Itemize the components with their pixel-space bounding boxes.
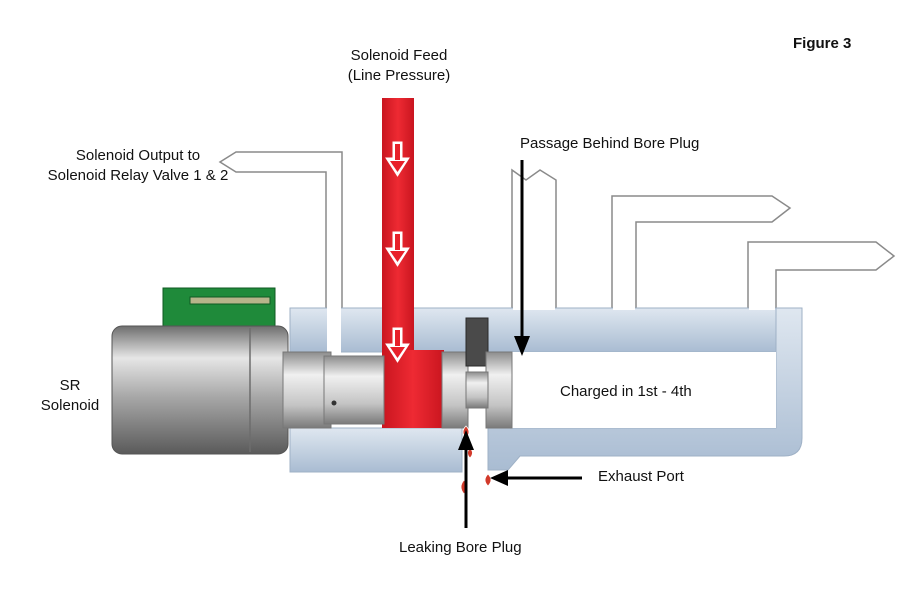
down-arrow-icon <box>385 327 410 363</box>
sr-solenoid <box>111 287 385 455</box>
connector <box>162 287 276 329</box>
output-label: Solenoid Output to Solenoid Relay Valve … <box>38 146 238 186</box>
output-label-line2: Solenoid Relay Valve 1 & 2 <box>47 167 229 184</box>
passage-behind-bore-plug <box>511 168 557 309</box>
down-arrow-icon <box>385 231 410 267</box>
passage-label: Passage Behind Bore Plug <box>520 135 700 152</box>
bore-plug <box>441 317 513 429</box>
upper-passage-1 <box>611 195 792 309</box>
solenoid-feed <box>382 98 444 428</box>
feed-label-line1: Solenoid Feed <box>350 47 448 64</box>
pointer-arrow-icon <box>514 160 530 356</box>
feed-label: Solenoid Feed (Line Pressure) <box>338 46 460 86</box>
pointer-arrow-icon <box>490 470 582 486</box>
exhaust-port-label: Exhaust Port <box>598 468 684 485</box>
oil-drop-icon <box>484 473 492 487</box>
valve-body <box>289 306 803 473</box>
figure-label: Figure 3 <box>793 35 852 52</box>
oil-drop-icon <box>467 447 473 459</box>
output-passage <box>218 151 343 309</box>
pointer-arrow-icon <box>458 430 474 528</box>
pointer-arrows <box>458 160 582 528</box>
output-label-line1: Solenoid Output to <box>75 147 201 164</box>
solenoid-label-line1: SR <box>59 377 81 394</box>
feed-arrows <box>385 141 410 363</box>
feed-label-line2: (Line Pressure) <box>347 67 451 84</box>
charged-label: Charged in 1st - 4th <box>560 383 692 400</box>
solenoid-label: SR Solenoid <box>30 376 110 416</box>
leaking-bore-plug-label: Leaking Bore Plug <box>399 539 522 556</box>
upper-passage-2 <box>747 241 896 309</box>
down-arrow-icon <box>385 141 410 177</box>
solenoid-label-line2: Solenoid <box>40 397 100 414</box>
